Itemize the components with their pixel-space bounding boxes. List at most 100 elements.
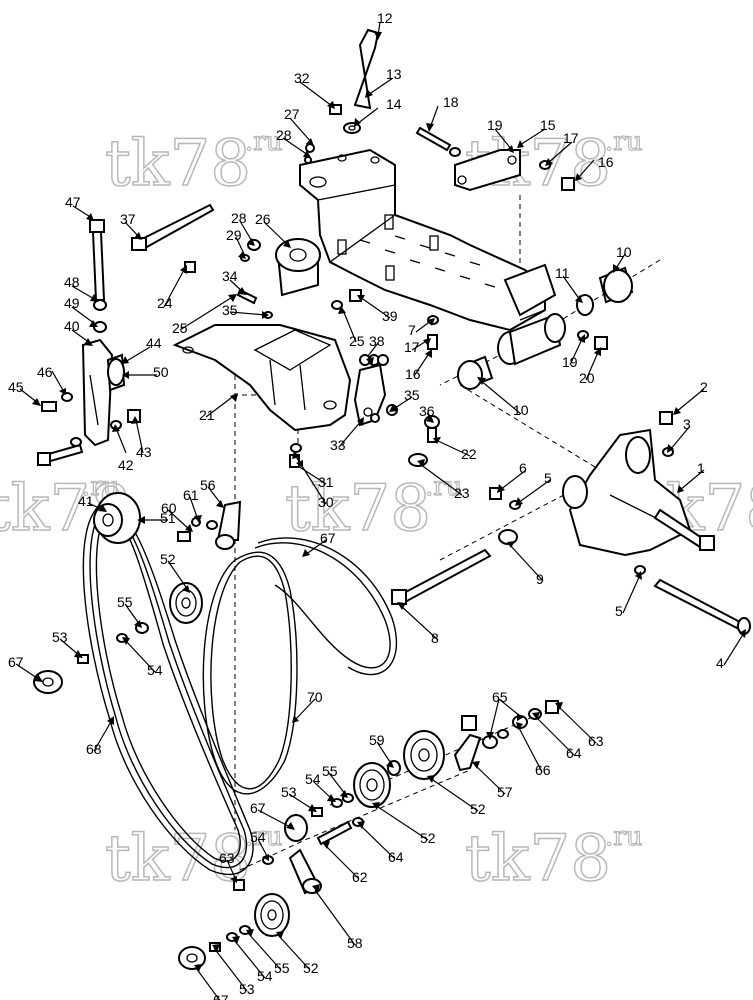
callout-number: 67 [320,530,336,546]
callout-number: 54 [147,662,163,678]
callout-number: 36 [419,403,435,419]
callout-number: 44 [146,335,162,351]
callout-number: 64 [566,745,582,761]
leader-lines [15,21,745,1000]
callout-number: 5 [615,603,623,619]
callout-number: 48 [64,274,80,290]
callout-number: 3 [683,416,691,432]
watermark-suffix: .ru [245,127,282,157]
callout-number: 63 [219,850,235,866]
callout-number: 55 [117,594,133,610]
callout-number: 57 [497,784,513,800]
callout-number: 16 [405,366,421,382]
long-bolts [37,28,751,635]
callout-number: 34 [222,268,238,284]
callout-number: 58 [347,935,363,951]
callout-number: 38 [369,333,385,349]
callout-number: 10 [513,402,529,418]
callout-number: 21 [199,407,215,423]
callout-number: 17 [404,339,420,355]
callout-number: 42 [118,457,134,473]
callout-number: 52 [303,960,319,976]
callout-number: 67 [8,654,24,670]
callout-labels: 1234556789101011121314151616171718191920… [8,10,724,1000]
callout-number: 67 [213,992,229,1000]
callout-number: 31 [318,474,334,490]
bracket-15 [454,149,521,192]
idler-pulleys-52 [169,582,445,937]
callout-number: 23 [454,485,470,501]
callout-number: 11 [555,265,570,281]
callout-number: 39 [382,308,398,324]
callout-number: 18 [443,94,459,110]
watermark-suffix: .ru [605,127,642,157]
callout-number: 54 [257,968,273,984]
callout-number: 63 [588,733,604,749]
callout-number: 64 [388,849,404,865]
idler-26 [275,238,321,297]
callout-number: 55 [322,763,338,779]
callout-number: 24 [157,295,173,311]
belt-70 [202,537,398,795]
callout-number: 9 [536,571,544,587]
callout-number: 30 [318,494,334,510]
callout-number: 19 [487,117,503,133]
callout-number: 62 [352,869,368,885]
callout-number: 67 [250,800,266,816]
callout-number: 5 [544,470,552,486]
callout-number: 55 [274,960,290,976]
callout-number: 43 [136,444,152,460]
belt-68 [82,504,254,876]
callout-number: 8 [431,630,439,646]
tensioner-arms [288,715,482,895]
callout-number: 37 [120,211,136,227]
callout-number: 56 [200,477,216,493]
callout-number: 35 [222,302,238,318]
callout-number: 27 [284,106,300,122]
callout-number: 65 [492,689,508,705]
callout-number: 46 [37,364,53,380]
callout-number: 53 [239,981,255,997]
watermark-suffix: .ru [425,472,462,502]
tensioner-bracket-1 [562,428,692,557]
callout-number: 33 [330,437,346,453]
watermark-main: tk78 [285,472,431,546]
callout-number: 47 [65,194,81,210]
callout-number: 1 [697,460,705,476]
callout-number: 6 [519,460,527,476]
watermark-main: tk78 [465,822,611,896]
callout-number: 54 [305,771,321,787]
callout-number: 26 [255,211,271,227]
callout-number: 4 [716,655,724,671]
callout-number: 20 [579,370,595,386]
callout-number: 52 [160,551,176,567]
callout-number: 52 [470,801,486,817]
callout-number: 68 [86,741,102,757]
callout-number: 28 [276,127,292,143]
callout-number: 35 [404,387,420,403]
callout-number: 54 [250,829,266,845]
watermark-suffix: .ru [605,822,642,852]
watermark-suffix: .ru [245,822,282,852]
callout-number: 25 [349,333,365,349]
callout-number: 22 [461,446,477,462]
pulley-51 [93,492,141,544]
arm-56 [215,500,242,550]
callout-number: 60 [161,500,177,516]
callout-number: 25 [172,320,188,336]
callout-number: 2 [700,379,708,395]
callout-number: 52 [420,830,436,846]
callout-number: 29 [226,227,242,243]
callout-number: 17 [563,130,579,146]
callout-number: 66 [535,762,551,778]
bracket-21 [172,324,352,432]
watermark-main: tk78 [105,127,251,201]
callout-number: 59 [369,732,385,748]
callout-number: 70 [307,689,323,705]
callout-number: 41 [78,493,94,509]
pulleys-67 [33,622,354,970]
callout-number: 15 [540,117,556,133]
washer-stack [482,700,559,749]
